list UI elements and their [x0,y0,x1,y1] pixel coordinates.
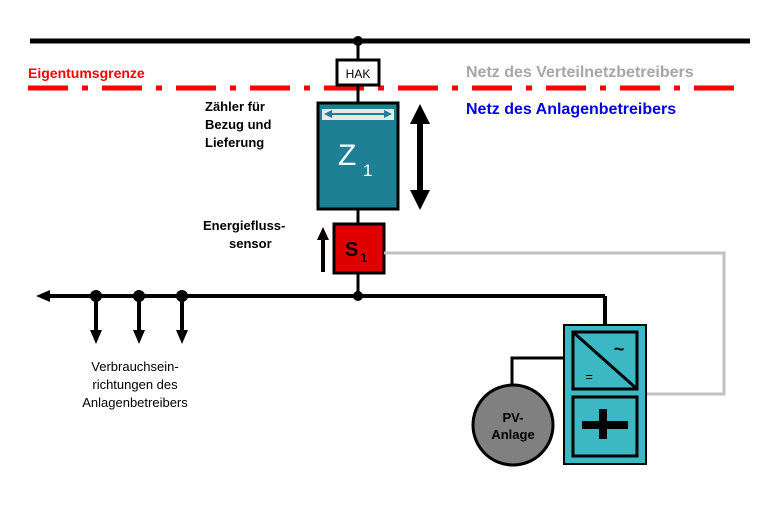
bidirectional-arrow-up-head [410,104,430,124]
meter-z-label: Z [338,139,356,172]
pv-label-line2: Anlage [491,427,534,442]
inverter-ac-symbol: ~ [614,339,625,359]
bus-left-arrow-head [36,290,50,302]
verbrauch-label-line3: Anlagenbetreibers [82,395,188,410]
sensor-s-subscript: 1 [360,250,367,265]
sensor-label-line1: Energiefluss- [203,218,285,233]
meter-display-arrow-left-head [324,110,332,118]
zaehler-label-line2: Bezug und [205,117,271,132]
verbrauch-label-line2: richtungen des [92,377,178,392]
verbrauch-label-line1: Verbrauchsein- [91,359,178,374]
pv-label-line1: PV- [503,410,524,425]
sensor-label-line2: sensor [229,236,272,251]
sensor-flow-arrow-head [317,227,329,240]
pv-to-inverter-line [510,356,564,395]
consumer-arrow-1 [90,330,102,344]
eigentumsgrenze-label: Eigentumsgrenze [28,65,145,81]
hak-label: HAK [346,67,371,81]
pv-anlage-circle [471,383,555,467]
meter-display-arrow-right-head [384,110,392,118]
sensor-s-label: S [345,239,358,261]
inverter-dc-symbol: = [585,369,593,384]
sensor-signal-line [384,251,726,396]
consumer-arrow-2 [133,330,145,344]
netz-anlagen-label: Netz des Anlagenbetreibers [466,101,676,118]
consumer-arrow-3 [176,330,188,344]
zaehler-label-line3: Lieferung [205,135,264,150]
meter-z-subscript: 1 [363,161,372,180]
sensor-s1-box [332,222,386,275]
inverter-diagonal [572,330,638,391]
hak-box [335,58,381,87]
battery-plus-vertical [599,409,607,439]
netz-verteil-label: Netz des Verteilnetzbetreibers [466,64,694,81]
zaehler-label-line1: Zähler für [205,99,265,114]
bidirectional-arrow-down-head [410,190,430,210]
